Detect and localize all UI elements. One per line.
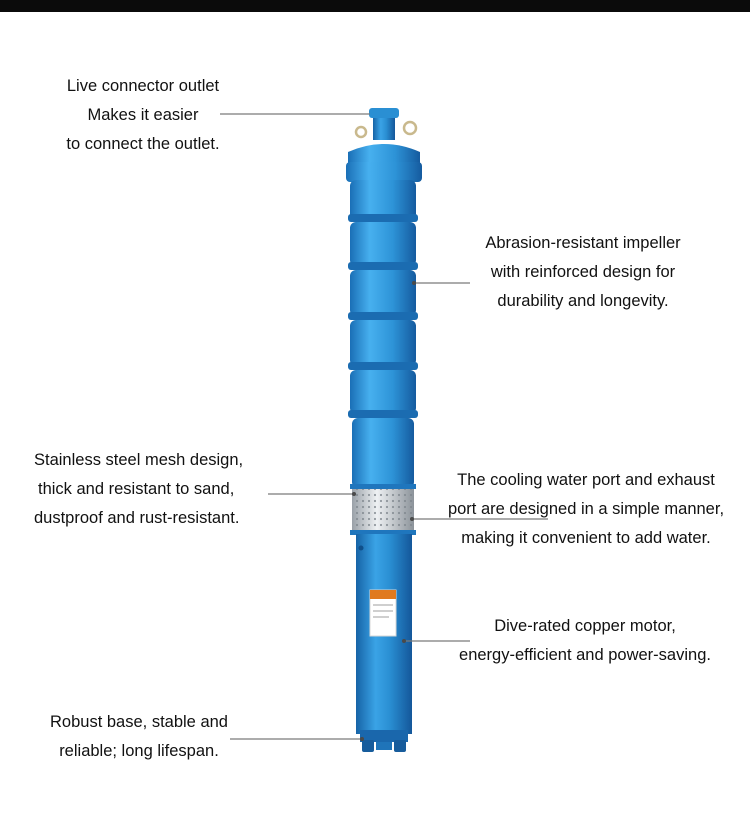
callout-line: durability and longevity.	[497, 292, 669, 310]
callout-motor: Dive-rated copper motor, energy-efficien…	[438, 612, 732, 670]
callout-line: reliable; long lifespan.	[59, 742, 219, 760]
callout-line: Dive-rated copper motor,	[494, 617, 676, 635]
callout-line: to connect the outlet.	[66, 135, 220, 153]
callout-line: Robust base, stable and	[50, 713, 228, 731]
leader-lines	[220, 113, 548, 740]
callout-line: port are designed in a simple manner,	[447, 500, 725, 518]
impeller-stages	[348, 180, 418, 488]
callout-line: thick and resistant to sand,	[38, 480, 235, 498]
callout-cooling: The cooling water port and exhaust port …	[430, 466, 742, 553]
pump-base	[360, 730, 408, 752]
callout-base: Robust base, stable and reliable; long l…	[36, 708, 242, 766]
callout-outlet: Live connector outlet Makes it easier to…	[40, 72, 246, 159]
callout-mesh: Stainless steel mesh design, thick and r…	[34, 446, 294, 533]
mesh-intake	[350, 484, 416, 535]
callout-line: dustproof and rust-resistant.	[34, 509, 240, 527]
callout-line: The cooling water port and exhaust	[457, 471, 715, 489]
callout-line: energy-efficient and power-saving.	[459, 646, 711, 664]
outlet-nozzle	[354, 108, 418, 140]
callout-line: making it convenient to add water.	[461, 529, 711, 547]
callout-line: with reinforced design for	[490, 263, 676, 281]
top-dark-bar	[0, 0, 750, 12]
callout-impeller: Abrasion-resistant impeller with reinfor…	[468, 229, 698, 316]
callout-line: Abrasion-resistant impeller	[485, 234, 681, 252]
callout-line: Live connector outlet	[66, 77, 220, 95]
callout-line: Makes it easier	[87, 106, 199, 124]
motor-body	[356, 534, 412, 734]
callout-line: Stainless steel mesh design,	[34, 451, 244, 469]
